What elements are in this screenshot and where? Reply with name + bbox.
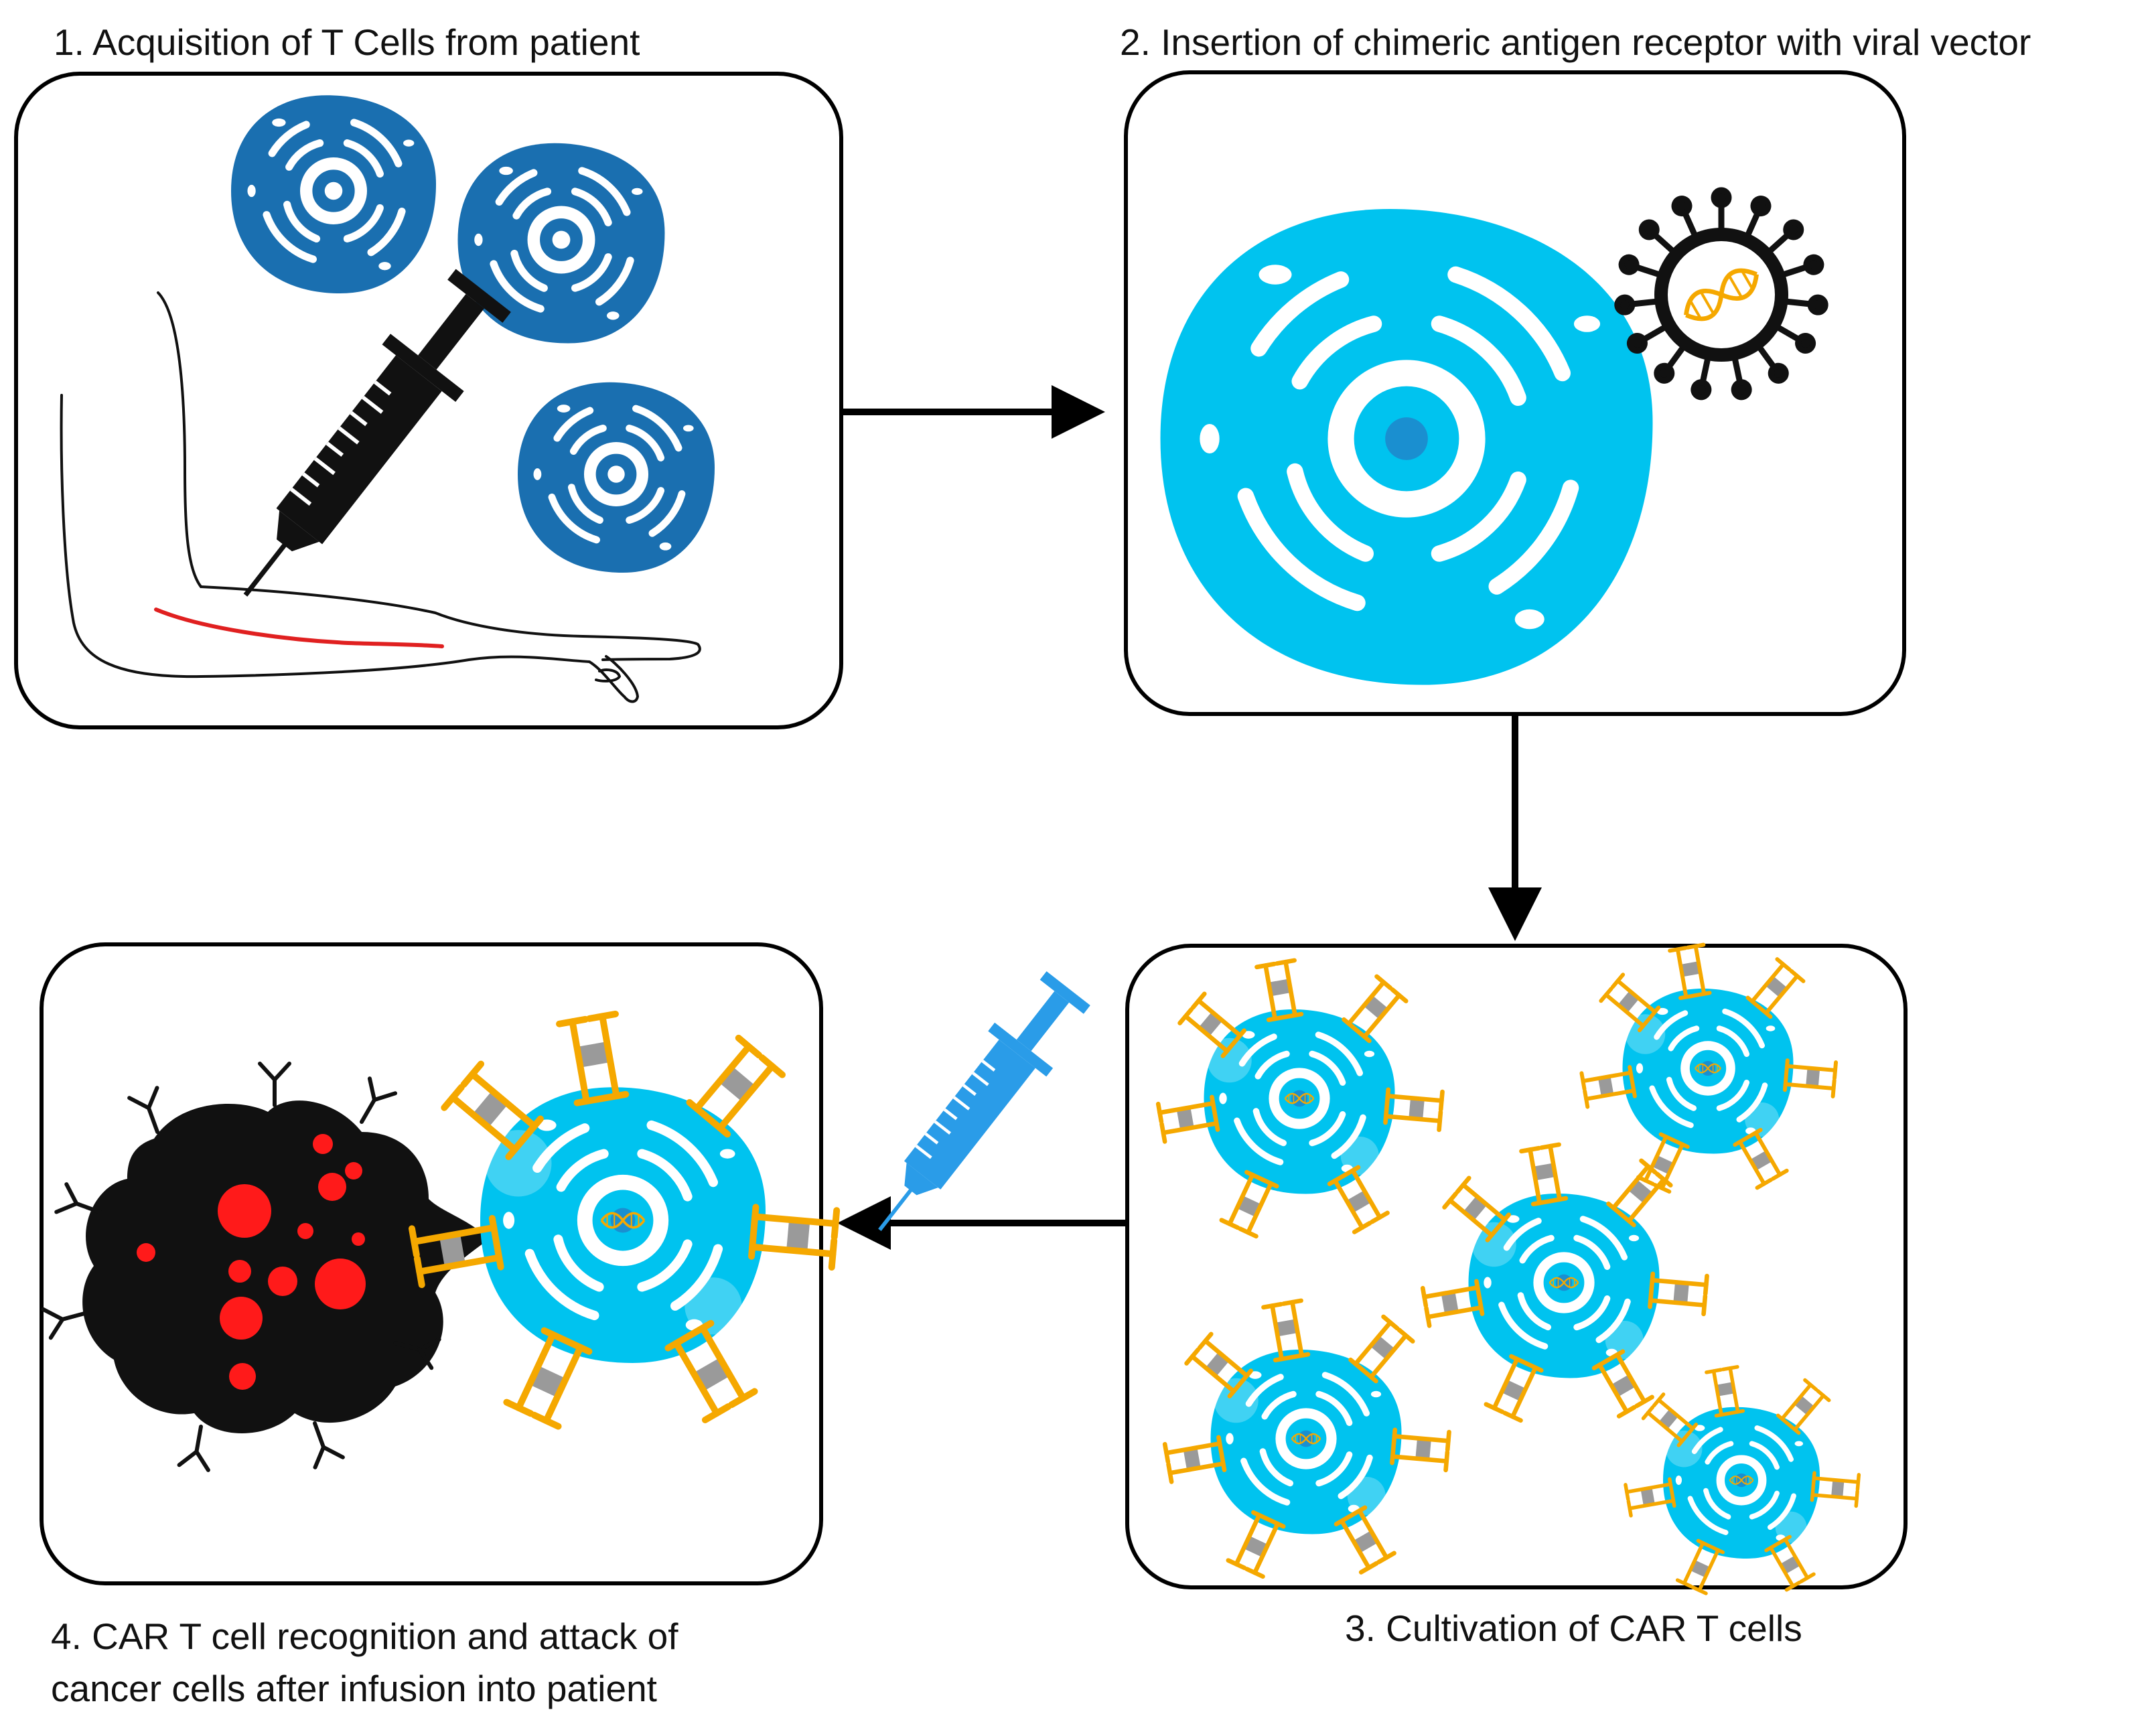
vein-icon [154,607,444,648]
arm-icon [60,291,701,703]
cancer-cell-icon [43,1064,529,1470]
step-1-label: 1. Acquisition of T Cells from patient [54,21,640,63]
t-cell-icon [231,95,436,293]
t-cell-icon [1161,209,1653,685]
step-3-label: 3. Cultivation of CAR T cells [1345,1607,1802,1649]
t-cell-icon [518,382,715,573]
step-2-label: 2. Insertion of chimeric antigen recepto… [1120,21,2031,63]
step-4-label-line1: 4. CAR T cell recognition and attack of [51,1616,678,1657]
virus-icon [1617,187,1826,399]
step-4-label-line2: cancer cells after infusion into patient [51,1668,657,1709]
syringe-icon [851,966,1098,1253]
t-cell-icon [458,143,665,344]
